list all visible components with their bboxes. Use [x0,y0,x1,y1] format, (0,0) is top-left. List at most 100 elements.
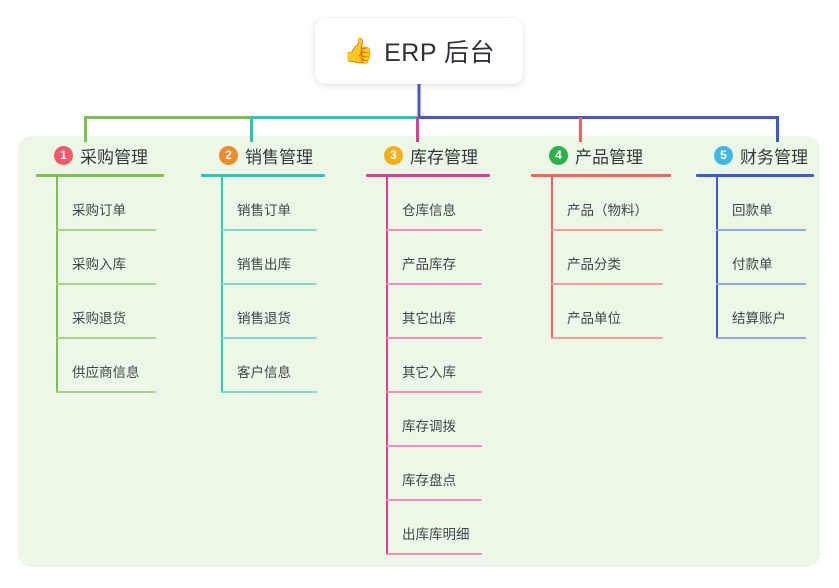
column-header-2[interactable]: 2 销售管理 [201,142,325,168]
menu-item[interactable]: 采购入库 [36,231,164,285]
menu-item-label: 采购退货 [72,311,126,326]
menu-item-rule [551,337,663,339]
menu-item-label: 采购订单 [72,203,126,218]
menu-item-rule [386,553,482,555]
menu-item-label: 产品分类 [567,257,621,272]
menu-item[interactable]: 销售退货 [201,285,325,339]
column-items-2: 销售订单销售出库销售退货客户信息 [201,177,325,393]
menu-item-rule [221,391,317,393]
menu-item[interactable]: 销售出库 [201,231,325,285]
menu-item[interactable]: 库存调拨 [366,393,490,447]
column-items-3: 仓库信息产品库存其它出库其它入库库存调拨库存盘点出库库明细 [366,177,490,555]
menu-item-label: 供应商信息 [72,365,140,380]
menu-item-label: 回款单 [732,203,773,218]
menu-item-rule [551,229,663,231]
menu-item-label: 仓库信息 [402,203,456,218]
menu-item[interactable]: 客户信息 [201,339,325,393]
menu-item-rule [716,283,806,285]
column-badge-1: 1 [54,145,73,165]
menu-item[interactable]: 采购退货 [36,285,164,339]
column-4: 4 产品管理产品（物料） 产品分类产品单位 [531,142,671,339]
column-header-rule-2 [201,174,325,177]
menu-item-label: 其它入库 [402,365,456,380]
menu-item-rule [386,445,482,447]
menu-item-label: 销售出库 [237,257,291,272]
menu-item-label: 销售退货 [237,311,291,326]
root-node[interactable]: 👍 ERP 后台 [315,18,523,84]
column-trunk-4 [551,177,553,339]
column-header-rule-3 [366,174,490,177]
column-header-1[interactable]: 1 采购管理 [36,142,164,168]
column-badge-3: 3 [384,145,403,165]
column-title-1: 采购管理 [80,147,148,167]
menu-item[interactable]: 其它出库 [366,285,490,339]
menu-item-label: 库存盘点 [402,473,456,488]
column-trunk-2 [221,177,223,393]
menu-item-rule [386,283,482,285]
column-title-3: 库存管理 [410,147,478,167]
menu-item-rule [221,337,317,339]
menu-item[interactable]: 出库库明细 [366,501,490,555]
column-title-2: 销售管理 [245,147,313,167]
column-title-4: 产品管理 [575,147,643,167]
menu-item-label: 客户信息 [237,365,291,380]
menu-item-rule [56,229,156,231]
column-header-4[interactable]: 4 产品管理 [531,142,671,168]
menu-item-rule [56,283,156,285]
column-header-5[interactable]: 5 财务管理 [696,142,814,168]
menu-item-rule [56,337,156,339]
menu-item-label: 产品库存 [402,257,456,272]
menu-item-rule [551,283,663,285]
menu-item-label: 产品单位 [567,311,621,326]
menu-item-rule [386,337,482,339]
menu-item[interactable]: 库存盘点 [366,447,490,501]
menu-item-label: 库存调拨 [402,419,456,434]
menu-item-label: 出库库明细 [402,527,470,542]
menu-item-rule [716,229,806,231]
column-badge-2: 2 [219,145,238,165]
column-3: 3 库存管理仓库信息产品库存其它出库其它入库库存调拨库存盘点出库库明细 [366,142,490,555]
menu-item[interactable]: 回款单 [696,177,814,231]
menu-item-label: 销售订单 [237,203,291,218]
menu-item-label: 付款单 [732,257,773,272]
thumbs-up-icon: 👍 [342,36,375,65]
menu-item[interactable]: 付款单 [696,231,814,285]
column-badge-5: 5 [714,145,733,165]
menu-item[interactable]: 销售订单 [201,177,325,231]
menu-item-label: 结算账户 [732,311,786,326]
column-trunk-3 [386,177,388,555]
menu-item-rule [386,391,482,393]
column-2: 2 销售管理销售订单销售出库销售退货客户信息 [201,142,325,393]
menu-item-label: 产品（物料） [567,203,648,218]
column-title-5: 财务管理 [740,147,808,167]
column-badge-4: 4 [549,145,568,165]
column-items-1: 采购订单采购入库采购退货供应商信息 [36,177,164,393]
column-header-rule-4 [531,174,671,177]
column-items-5: 回款单付款单结算账户 [696,177,814,339]
menu-item[interactable]: 供应商信息 [36,339,164,393]
menu-item-rule [716,337,806,339]
menu-item-rule [221,229,317,231]
menu-item[interactable]: 产品库存 [366,231,490,285]
menu-item[interactable]: 其它入库 [366,339,490,393]
column-trunk-1 [56,177,58,393]
column-items-4: 产品（物料） 产品分类产品单位 [531,177,671,339]
column-header-rule-1 [36,174,164,177]
menu-item-rule [221,283,317,285]
column-header-3[interactable]: 3 库存管理 [366,142,490,168]
menu-item-rule [56,391,156,393]
root-title: ERP 后台 [384,39,496,67]
menu-item-rule [386,229,482,231]
column-1: 1 采购管理采购订单采购入库采购退货供应商信息 [36,142,164,393]
menu-item[interactable]: 采购订单 [36,177,164,231]
menu-item-rule [386,499,482,501]
menu-item[interactable]: 产品（物料） [531,177,671,231]
menu-item[interactable]: 产品分类 [531,231,671,285]
menu-item-label: 其它出库 [402,311,456,326]
menu-item-label: 采购入库 [72,257,126,272]
menu-item[interactable]: 结算账户 [696,285,814,339]
menu-item[interactable]: 仓库信息 [366,177,490,231]
column-header-rule-5 [696,174,814,177]
menu-item[interactable]: 产品单位 [531,285,671,339]
